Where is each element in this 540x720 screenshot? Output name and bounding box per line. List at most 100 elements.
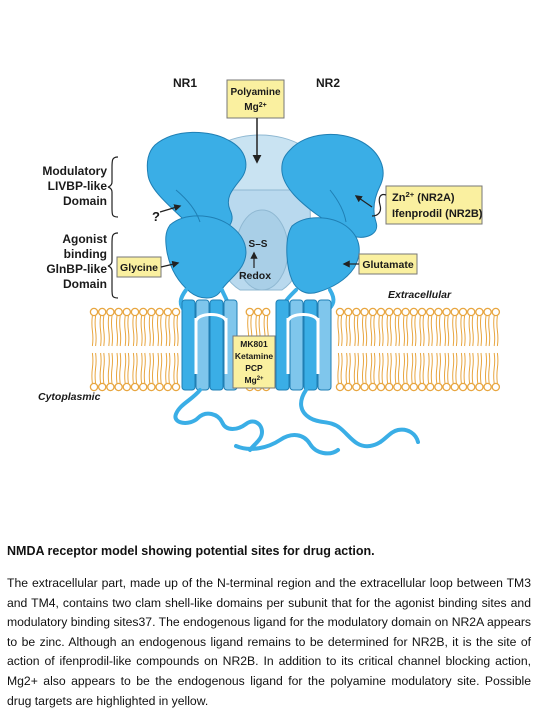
lipid-head bbox=[450, 307, 460, 317]
lipid-tail bbox=[94, 315, 97, 347]
caption-body: The extracellular part, made up of the N… bbox=[7, 576, 531, 708]
glutamate-site: Glutamate bbox=[342, 253, 418, 275]
redox-site: Redox bbox=[239, 251, 271, 282]
lipid-head bbox=[89, 382, 99, 392]
lipid-head bbox=[401, 382, 410, 392]
lipid-tail bbox=[402, 315, 406, 347]
lipid-tail bbox=[479, 315, 483, 347]
lipid-tail bbox=[484, 315, 488, 347]
lipid-tail bbox=[148, 315, 151, 347]
lipid-tail bbox=[156, 352, 160, 384]
lipid-tail bbox=[176, 315, 179, 347]
lipid-head bbox=[360, 307, 369, 317]
lipid-head bbox=[147, 307, 156, 317]
lipid-head bbox=[475, 307, 484, 317]
svg-text:binding: binding bbox=[64, 247, 107, 261]
lipid-tail bbox=[165, 352, 168, 384]
lipid-tail bbox=[345, 352, 348, 384]
lipid-tail bbox=[165, 315, 168, 347]
svg-text:?: ? bbox=[152, 209, 160, 224]
lipid-tail bbox=[143, 352, 146, 384]
lipid-tail bbox=[132, 352, 135, 384]
lipid-head bbox=[425, 307, 435, 317]
svg-text:Glycine: Glycine bbox=[120, 262, 158, 274]
lipid-tail bbox=[99, 352, 102, 384]
lipid-tail bbox=[438, 352, 442, 384]
lipid-tail bbox=[406, 352, 409, 384]
lipid-head bbox=[155, 382, 164, 392]
lipid-tail bbox=[427, 315, 430, 347]
lipid-tail bbox=[135, 315, 138, 347]
lipid-tail bbox=[378, 315, 381, 347]
lipid-tail bbox=[340, 352, 343, 384]
c-terminal-tails bbox=[173, 388, 420, 456]
svg-text:Modulatory: Modulatory bbox=[42, 164, 107, 178]
lipid-tail bbox=[422, 352, 425, 384]
lipid-tail bbox=[460, 352, 463, 384]
lipid-head bbox=[401, 307, 410, 317]
lipid-tail bbox=[143, 315, 146, 347]
lipid-tail bbox=[370, 315, 373, 347]
lipid-head bbox=[475, 382, 484, 392]
lipid-head bbox=[147, 382, 156, 392]
lipid-tail bbox=[140, 315, 143, 347]
lipid-tail bbox=[348, 315, 351, 347]
svg-text:PCP: PCP bbox=[245, 363, 263, 373]
svg-text:Glutamate: Glutamate bbox=[362, 259, 414, 271]
lipid-tail bbox=[373, 315, 376, 347]
svg-text:Domain: Domain bbox=[63, 194, 107, 208]
lipid-tail bbox=[135, 352, 138, 384]
nr2-transmembrane-helices bbox=[275, 299, 332, 391]
polyamine-label: Polyamine bbox=[230, 87, 280, 98]
lipid-tail bbox=[337, 315, 340, 347]
lipid-head bbox=[106, 307, 115, 317]
lipid-tail bbox=[484, 352, 488, 384]
lipid-head bbox=[245, 307, 255, 317]
lipid-tail bbox=[124, 315, 127, 347]
lipid-tail bbox=[99, 315, 102, 347]
zn-ifenprodil-site: Zn2+ (NR2A) Ifenprodil (NR2B) bbox=[354, 185, 483, 225]
lipid-head bbox=[368, 307, 378, 317]
lipid-head bbox=[384, 307, 394, 317]
lipid-tail bbox=[115, 352, 119, 384]
lipid-head bbox=[261, 307, 271, 317]
lipid-head bbox=[483, 382, 492, 392]
lipid-tail bbox=[176, 352, 179, 384]
lipid-tail bbox=[471, 352, 474, 384]
polyamine-site: Polyamine Mg2+ bbox=[226, 79, 285, 164]
lipid-tail bbox=[102, 352, 105, 384]
lipid-tail bbox=[173, 315, 176, 347]
lipid-tail bbox=[414, 352, 417, 384]
lipid-tail bbox=[447, 315, 450, 347]
lipid-head bbox=[393, 307, 402, 317]
lipid-tail bbox=[91, 315, 94, 347]
lipid-tail bbox=[381, 352, 384, 384]
lipid-tail bbox=[493, 315, 496, 347]
lipid-tail bbox=[378, 352, 381, 384]
lipid-tail bbox=[127, 315, 130, 347]
lipid-tail bbox=[397, 352, 401, 384]
lipid-tail bbox=[110, 315, 114, 347]
lipid-head bbox=[434, 382, 443, 392]
lipid-tail bbox=[455, 315, 458, 347]
lipid-tail bbox=[443, 315, 447, 347]
lipid-tail bbox=[156, 315, 160, 347]
glycine-site: Glycine bbox=[116, 256, 180, 278]
channel-blocker-site: MK801 Ketamine PCP Mg2+ bbox=[232, 335, 276, 389]
lipid-tail bbox=[110, 352, 114, 384]
lipid-head bbox=[368, 382, 378, 392]
lipid-tail bbox=[411, 315, 414, 347]
lipid-tail bbox=[460, 315, 463, 347]
lipid-tail bbox=[353, 315, 356, 347]
lipid-tail bbox=[151, 352, 155, 384]
lipid-head bbox=[417, 307, 427, 317]
lipid-tail bbox=[365, 352, 368, 384]
lipid-tail bbox=[430, 315, 433, 347]
lipid-tail bbox=[119, 315, 122, 347]
lipid-tail bbox=[345, 315, 348, 347]
lipid-tail bbox=[406, 315, 409, 347]
lipid-tail bbox=[455, 352, 458, 384]
lipid-tail bbox=[468, 315, 471, 347]
lipid-head bbox=[114, 382, 123, 392]
lipid-head bbox=[425, 382, 435, 392]
